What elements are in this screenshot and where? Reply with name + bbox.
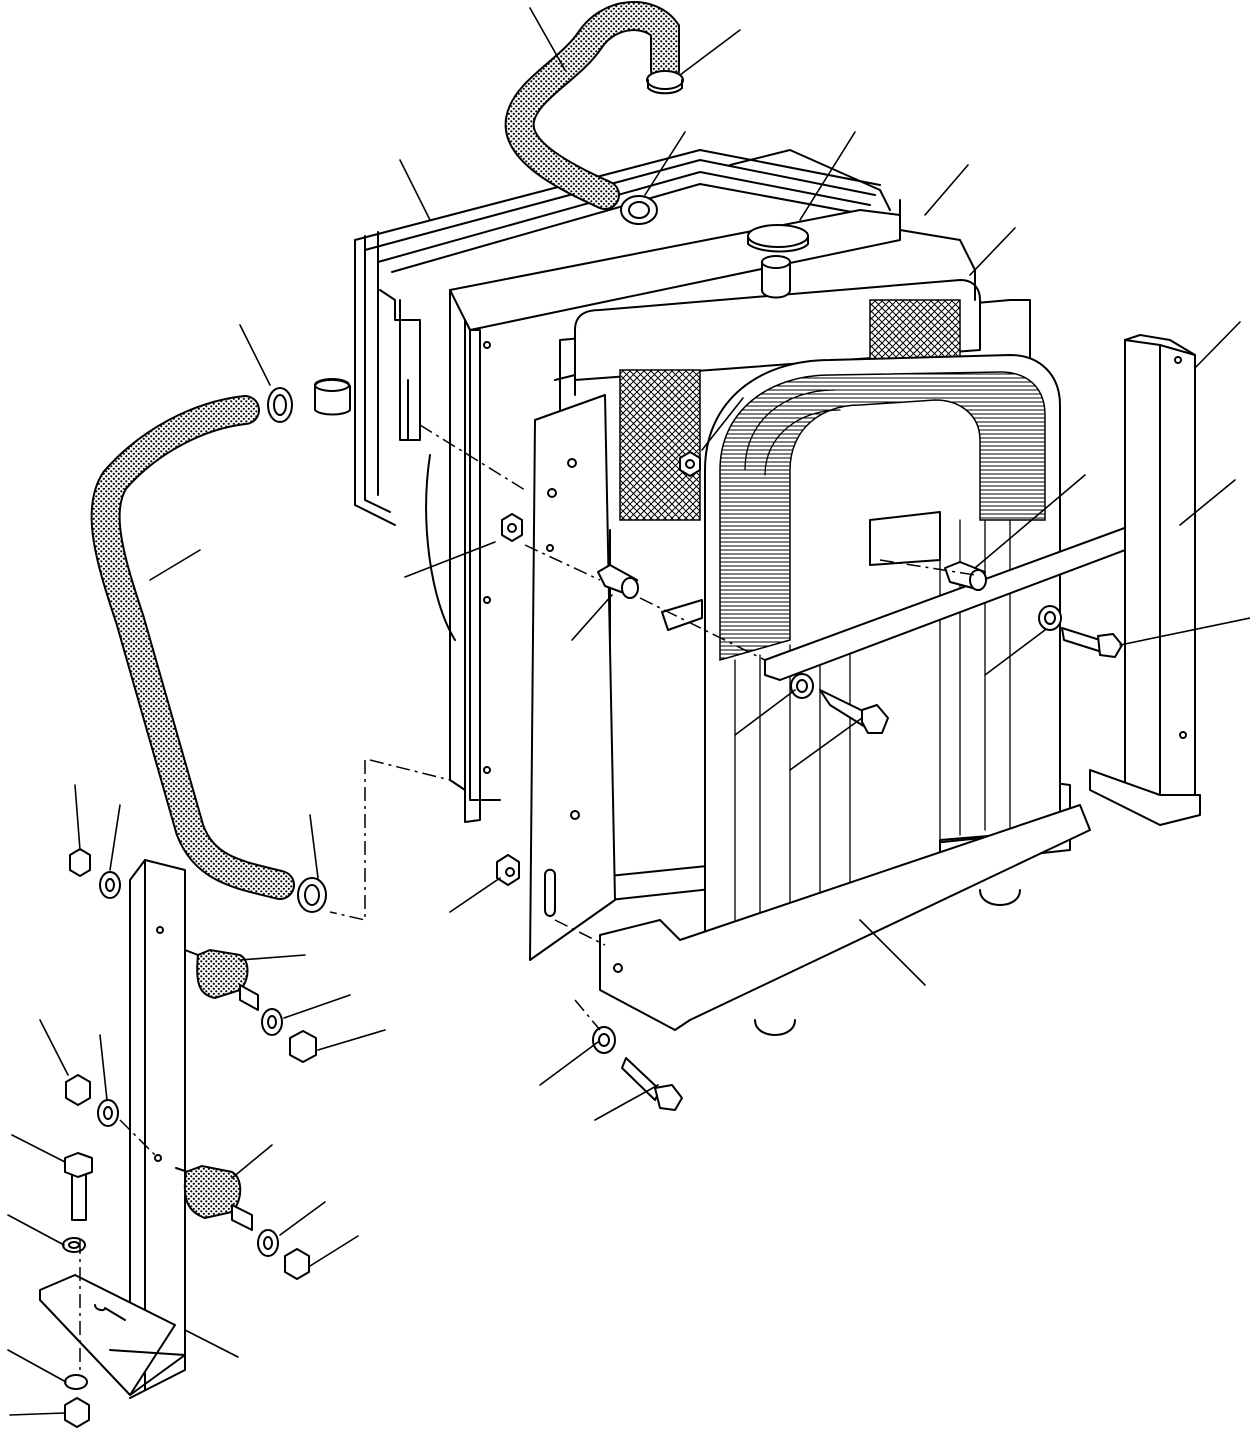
support-post xyxy=(1089,334,1201,826)
nut xyxy=(64,451,701,1428)
upper-hose xyxy=(504,1,684,210)
assembly-axes xyxy=(79,424,976,1375)
oil-cooler xyxy=(599,354,1091,1036)
fan-guard xyxy=(354,149,891,526)
lower-hose xyxy=(90,395,295,900)
rubber-mount xyxy=(175,948,259,1231)
callout-leaders xyxy=(7,7,1250,1416)
support-post xyxy=(39,859,186,1399)
radiator-cap xyxy=(747,224,809,299)
spacer xyxy=(597,561,987,599)
washer xyxy=(62,605,1062,1390)
hose-clamp xyxy=(267,378,351,913)
hose-clamp xyxy=(620,195,658,225)
side-bracket xyxy=(529,374,616,961)
